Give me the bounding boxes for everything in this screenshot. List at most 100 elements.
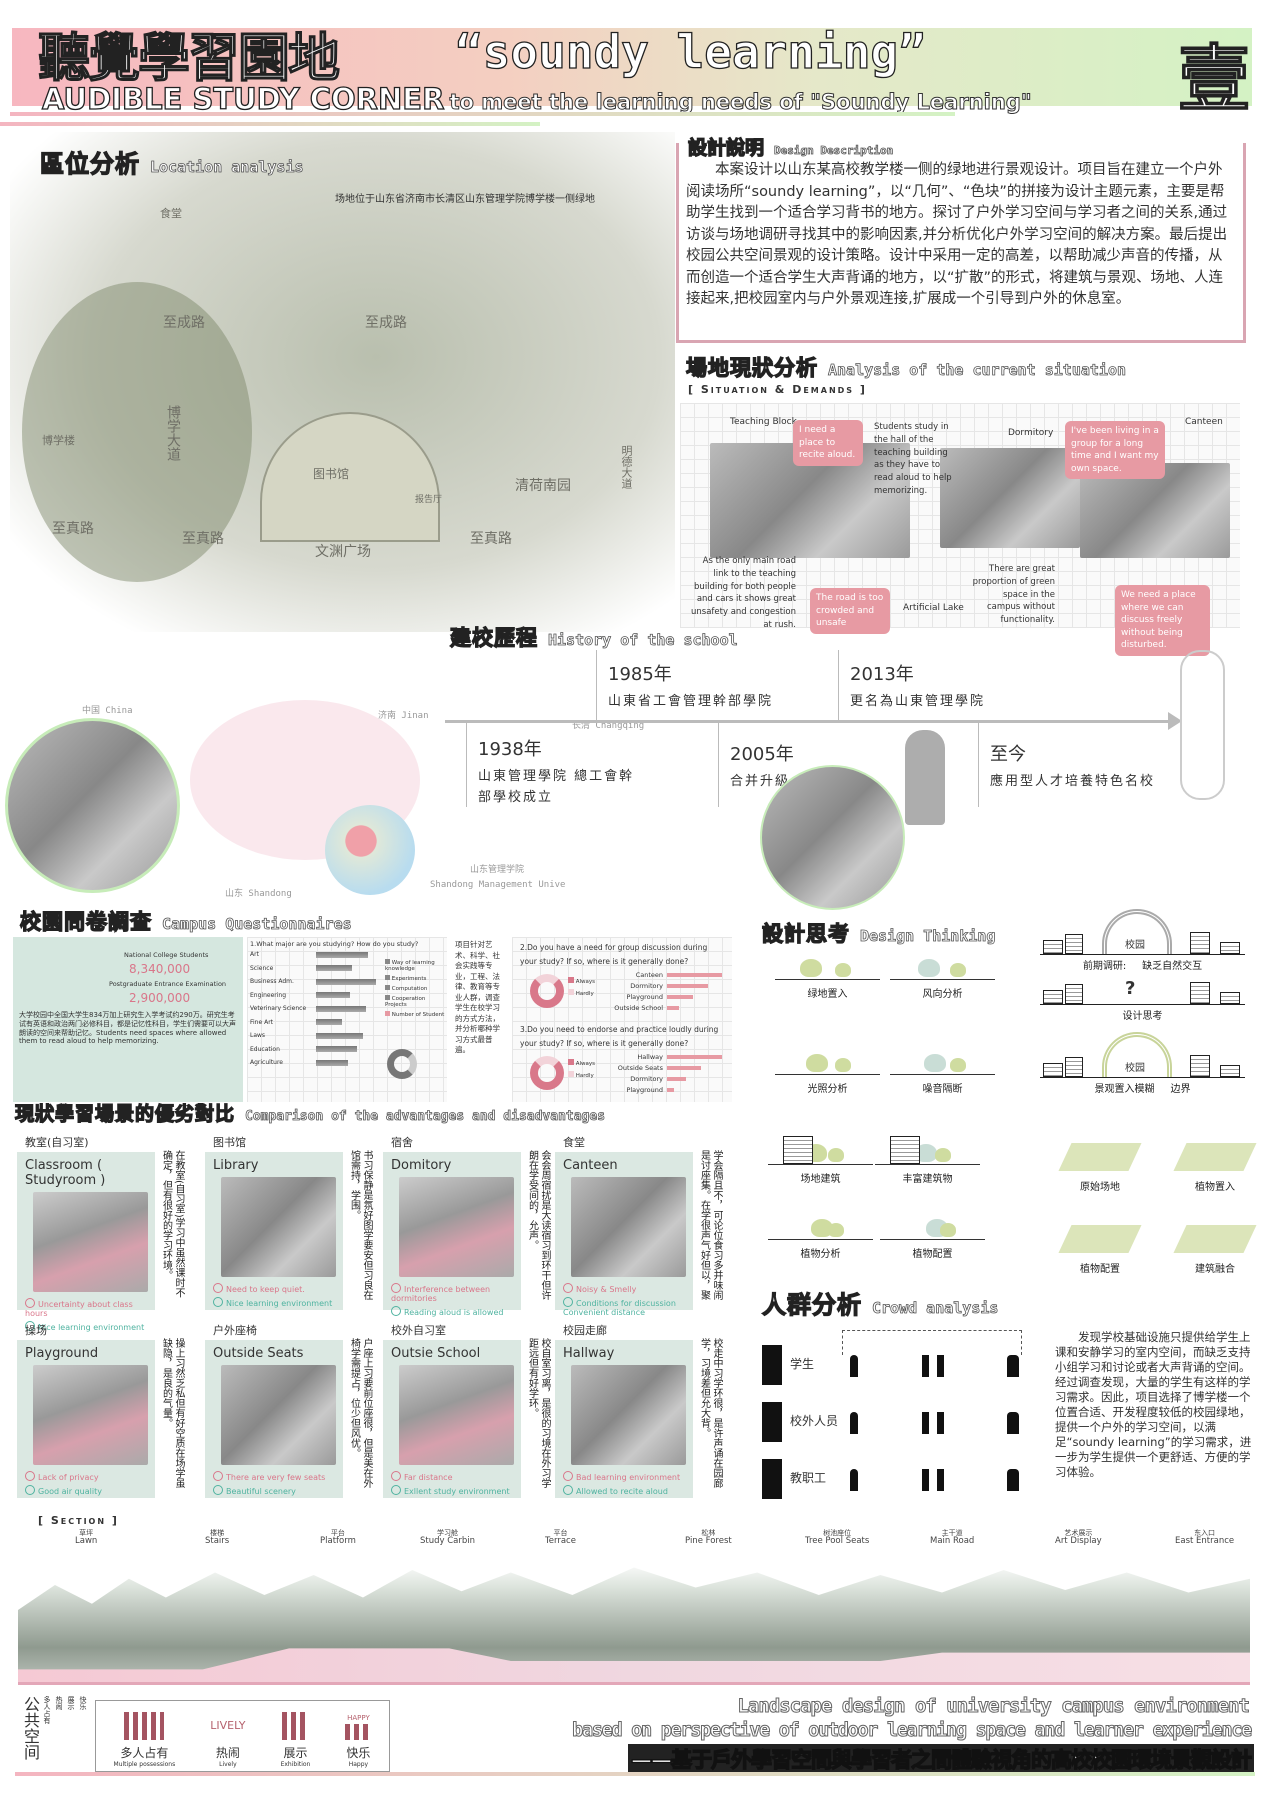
legend-cn: 热闹 xyxy=(215,1746,240,1760)
history-year: 至今 xyxy=(990,744,1026,765)
people-icon xyxy=(922,1469,944,1491)
major-bar xyxy=(316,1005,366,1012)
major-bar xyxy=(316,951,368,958)
panel-vertical-text: 校走中习学环很，是许声诵在园廊学，习境差但允大背。 xyxy=(698,1338,723,1488)
label-teaching: Teaching Block xyxy=(730,417,797,427)
place-row: Hallway xyxy=(603,1053,722,1061)
history-divider xyxy=(838,650,839,720)
stat-value: 2,900,000 xyxy=(129,991,191,1005)
q1-donut xyxy=(387,1049,417,1079)
legend-item: LIVELY 热闹 Lively xyxy=(210,1719,245,1768)
panel-card: Classroom ( Studyroom ) Uncertainty abou… xyxy=(17,1152,155,1332)
panel-vertical-text: 学会隔且不，可论位食习多并味闹是讨座集。在学很声气好但以，聚 xyxy=(698,1150,723,1300)
plan-diagram xyxy=(1173,1225,1257,1253)
person-silhouette-icon xyxy=(762,1459,782,1499)
label-canteen: Canteen xyxy=(1185,417,1223,427)
footer-line3: ——基于戶外學習空間與學習者之間體驗視角的高校校園環境景觀設計 xyxy=(628,1744,1254,1774)
major-row: Art xyxy=(250,948,444,962)
q2-question: 2.Do you have a need for group discussio… xyxy=(520,943,708,967)
history-year: 2013年 xyxy=(850,664,914,685)
panel-card: Library Need to keep quiet. Nice learnin… xyxy=(205,1152,343,1310)
q2-donut xyxy=(530,974,564,1008)
sad-face-icon xyxy=(25,1471,35,1481)
comparison-panel: 校外自习室 Outsie School Far distance Exllent… xyxy=(383,1322,550,1498)
campus-label: 校园 xyxy=(1125,1063,1145,1074)
city-skyline: 校园 xyxy=(1040,909,1245,955)
note: As the only main road link to the teachi… xyxy=(691,556,796,630)
stat-label: National College Students xyxy=(124,951,209,959)
major-bar xyxy=(316,1019,342,1026)
sad-face-icon xyxy=(25,1298,35,1308)
thinking-diagram xyxy=(768,1125,873,1165)
panel-cn: 宿舍 xyxy=(391,1136,413,1149)
smile-face-icon xyxy=(391,1306,401,1316)
footer-underline xyxy=(15,1772,1255,1776)
stop-cn: 平台 xyxy=(553,1529,568,1537)
map-label: 至成路 xyxy=(365,315,407,331)
major-row: Education xyxy=(250,1043,444,1057)
thinking-label: 植物分析 xyxy=(800,1249,841,1260)
person-silhouette-icon xyxy=(762,1345,782,1385)
legend-en: Happy xyxy=(348,1761,369,1768)
panel-en: Canteen xyxy=(563,1158,618,1173)
plan-label: 原始场地 xyxy=(1080,1182,1120,1193)
major-bar xyxy=(316,1046,357,1053)
major-bar xyxy=(316,1059,348,1066)
panel-bad: Bad learning environment xyxy=(563,1471,685,1482)
title-en: “soundy learning” xyxy=(454,24,926,79)
side-small-label: 展示 xyxy=(67,1696,75,1710)
footer-line1: Landscape design of university campus en… xyxy=(737,1695,1251,1718)
sad-face-icon xyxy=(563,1283,573,1293)
campus-label: 校园 xyxy=(1125,940,1145,951)
history-event: 1985年 山東省工會管理幹部學院 xyxy=(608,660,808,713)
history-text: 應用型人才培養特色名校 xyxy=(990,774,1156,789)
place-row: Playground xyxy=(603,993,694,1001)
person-icon xyxy=(850,1412,858,1434)
crowd-label: 教职工 xyxy=(790,1471,827,1485)
sad-face-icon xyxy=(563,1471,573,1481)
stat-label: Postgraduate Entrance Examination xyxy=(109,980,227,988)
history-year: 2005年 xyxy=(730,744,794,765)
legend-tag: LIVELY xyxy=(210,1719,246,1732)
history-text: 山東管理學院 總工會幹部學校成立 xyxy=(478,769,635,805)
major-label: Science xyxy=(250,964,274,972)
panel-cn: 操场 xyxy=(25,1324,47,1337)
thinking-right-label: 前期调研: 缺乏自然交互 xyxy=(1082,961,1203,972)
speech-bubble: We need a place where we can discuss fre… xyxy=(1115,585,1210,656)
thinking-diagram xyxy=(880,1200,985,1240)
comparison-panel: 户外座椅 Outside Seats There are very few se… xyxy=(205,1322,372,1498)
smile-face-icon xyxy=(391,1485,401,1495)
map-small-label: 长清 Changqing xyxy=(572,721,645,731)
panel-photo xyxy=(399,1177,514,1277)
question-mark-icon: ? xyxy=(1125,978,1136,999)
side-small-label: 多人占有 xyxy=(43,1696,51,1724)
smile-face-icon xyxy=(25,1485,35,1495)
q1-question: 1.What major are you studying? How do yo… xyxy=(250,940,419,948)
map-label: 至成路 xyxy=(163,315,205,331)
sad-face-icon xyxy=(213,1283,223,1293)
panel-en: Hallway xyxy=(563,1346,615,1361)
thinking-label: 绿地置入 xyxy=(807,989,848,1000)
panel-cn: 图书馆 xyxy=(213,1136,246,1149)
design-description xyxy=(676,143,1246,343)
major-label: Engineering xyxy=(250,991,286,999)
major-label: Veterinary Science xyxy=(250,1005,307,1013)
stop-en: Tree Pool Seats xyxy=(805,1536,870,1546)
crowd-group: 教职工 xyxy=(762,1459,1047,1501)
stop-cn: 东入口 xyxy=(1194,1529,1216,1537)
title-underline-2 xyxy=(0,122,540,126)
sad-face-icon xyxy=(391,1283,401,1293)
plan-diagram xyxy=(1173,1143,1257,1171)
person-icon xyxy=(1007,1355,1019,1377)
q1-legend: Way of learning knowledge Experiments Co… xyxy=(385,959,445,1021)
people-figure-icon xyxy=(345,1724,372,1740)
subtitle-caps: AUDIBLE STUDY CORNER xyxy=(41,81,445,116)
major-row: Science xyxy=(250,962,444,976)
